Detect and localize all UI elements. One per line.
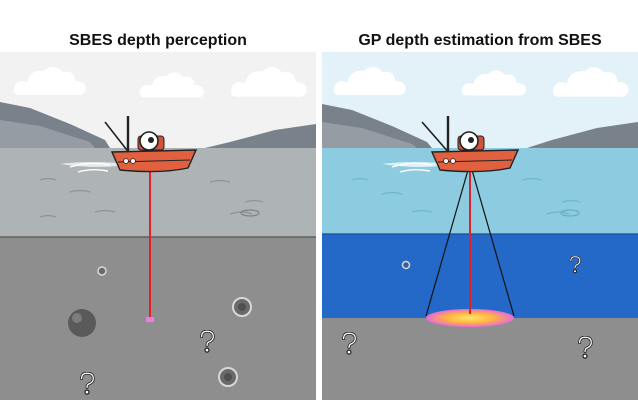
rock-icon bbox=[401, 260, 411, 270]
right-panel-title: GP depth estimation from SBES bbox=[358, 32, 602, 49]
rock-icon bbox=[97, 266, 107, 276]
mountain-icon bbox=[527, 122, 638, 148]
deep-water bbox=[322, 234, 638, 318]
left-panel bbox=[0, 52, 316, 400]
rock-icon bbox=[68, 309, 96, 337]
sonar-footprint bbox=[146, 317, 154, 322]
mountain-icon bbox=[205, 124, 316, 148]
mountain-icon bbox=[322, 122, 417, 148]
boat-icon bbox=[60, 116, 198, 173]
right-panel bbox=[322, 52, 638, 400]
cone-edge-right bbox=[471, 169, 515, 317]
mountain-icon bbox=[0, 120, 95, 148]
seabed bbox=[0, 237, 316, 400]
right-panel-illustration bbox=[322, 52, 638, 400]
boat-icon bbox=[382, 116, 520, 173]
cone-edge-left bbox=[425, 169, 469, 317]
sonar-footprint bbox=[426, 309, 514, 327]
seabed bbox=[322, 318, 638, 400]
left-panel-illustration bbox=[0, 52, 316, 400]
left-panel-title: SBES depth perception bbox=[69, 32, 247, 49]
